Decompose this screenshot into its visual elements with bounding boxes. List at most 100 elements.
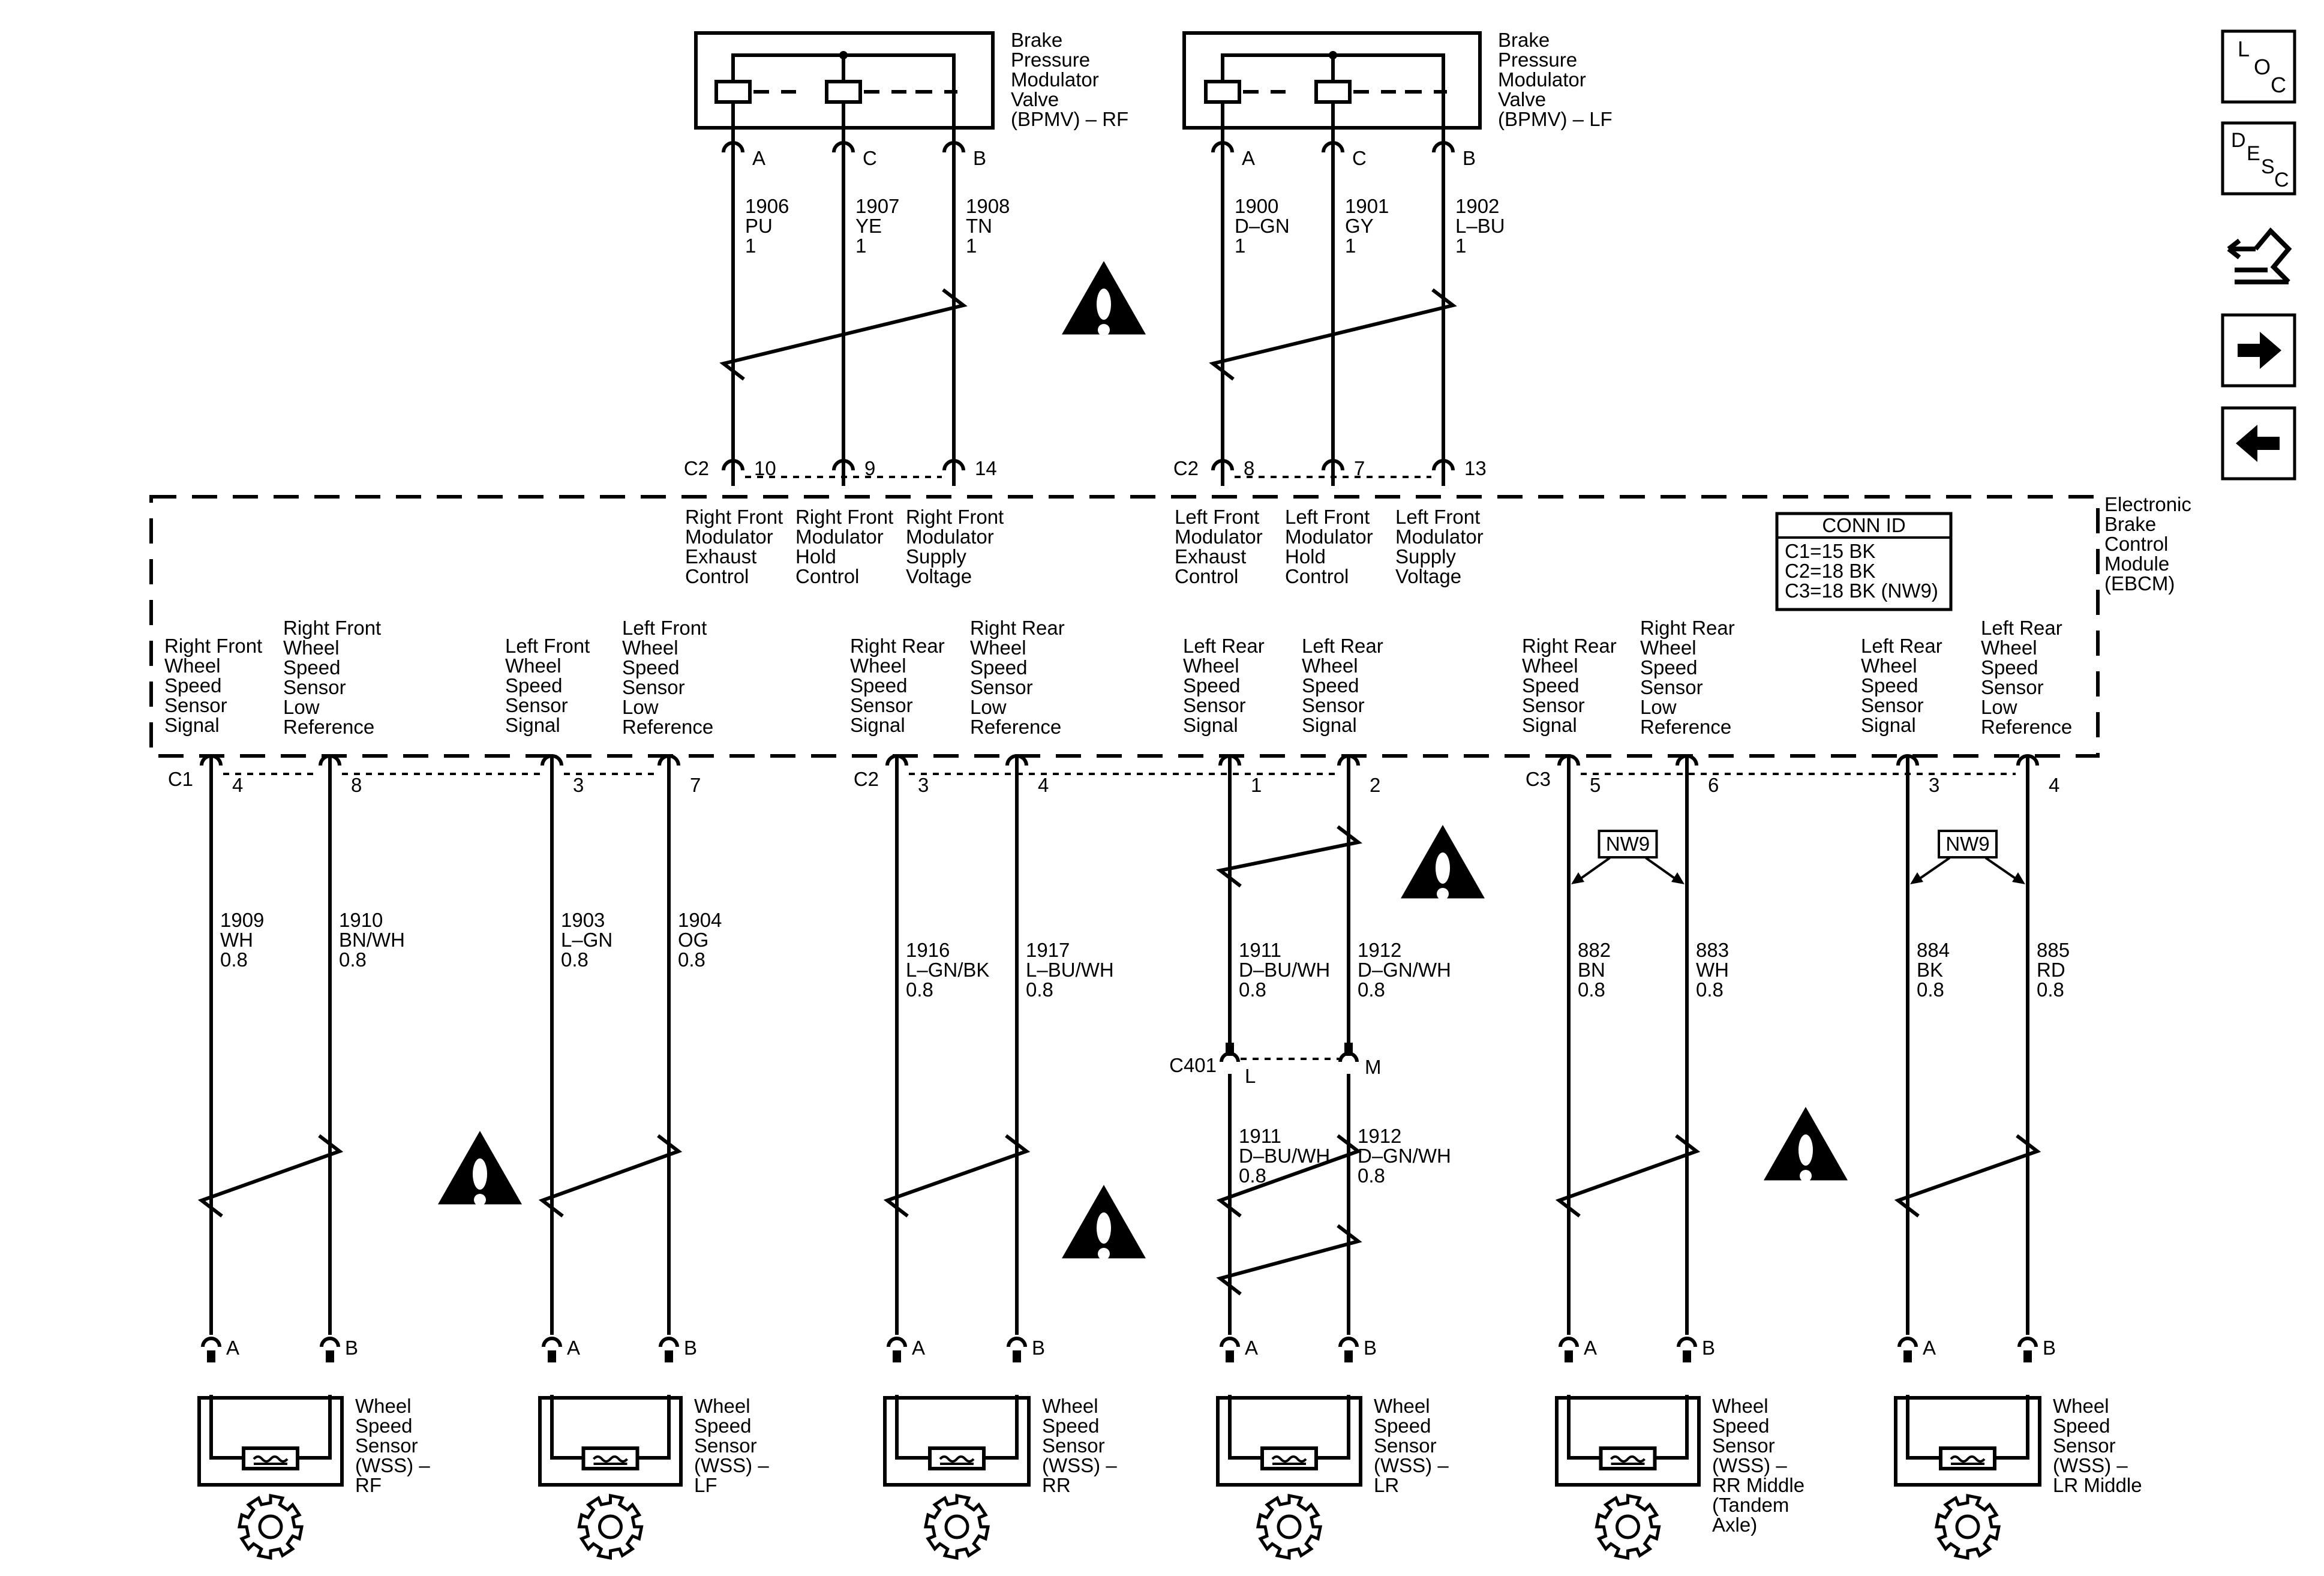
ebcm-func-label-line: Right Rear [970, 617, 1065, 639]
wire-label-1910-line: BN/WH [339, 929, 405, 951]
pin-body [548, 1350, 556, 1362]
ebcm-pin-3 [1896, 754, 1919, 781]
schematic-icon-button[interactable] [2227, 227, 2292, 284]
ebcm-pin-number: 9 [864, 457, 875, 479]
ebcm-pin-4 [200, 754, 223, 781]
wss-label-line: Sensor [2053, 1434, 2116, 1457]
button-frame[interactable] [2221, 121, 2296, 196]
ebcm-pin-number: 8 [1244, 457, 1254, 479]
pin-letter: B [345, 1337, 358, 1359]
arrow-right-icon[interactable] [2238, 332, 2281, 369]
ebcm-func-label-line: Left Front [1175, 506, 1259, 528]
ebcm-pin-13 [1432, 459, 1455, 486]
loc-button[interactable]: LOC [2221, 29, 2296, 104]
warning-icon [1062, 261, 1146, 336]
pin-letter: A [1923, 1337, 1936, 1359]
warning-icon [1401, 825, 1485, 900]
pin-letter: B [684, 1337, 697, 1359]
bpmv-label-line: Brake [1011, 29, 1062, 51]
wire-label-1912-line: D–GN/WH [1358, 1145, 1451, 1167]
pin-cup [1211, 459, 1234, 471]
pin-cup [201, 1337, 221, 1347]
wss-label-line: LF [694, 1474, 717, 1496]
pin-cup [1559, 1337, 1579, 1347]
ebcm-func-label-line: Wheel [1981, 637, 2037, 659]
pin-letter: B [1364, 1337, 1377, 1359]
ebcm-label-line: (EBCM) [2104, 572, 2175, 595]
gear-hub [598, 1514, 623, 1539]
exclaim-bar [1436, 852, 1450, 884]
previous-button[interactable] [2221, 406, 2296, 481]
ebcm-func-label-line: Reference [970, 716, 1061, 738]
ebcm-pin-number: 13 [1464, 457, 1487, 479]
wire-label-1901-line: GY [1345, 215, 1374, 237]
wss-label-line: Sensor [1042, 1434, 1105, 1457]
wire-label-882-line: BN [1578, 959, 1605, 981]
ebcm-func-label-line: Right Front [283, 617, 381, 639]
ebcm-func-label-line: Sensor [622, 676, 685, 698]
pin-cup [832, 459, 855, 471]
connector-name: C1 [168, 768, 193, 790]
pin-body [1013, 1350, 1021, 1362]
button-frame[interactable] [2221, 29, 2296, 104]
wire-label-1906-line: PU [745, 215, 773, 237]
gear-icon [1256, 1493, 1323, 1560]
ebcm-func-label-line: Left Front [505, 635, 590, 657]
ebcm-pin-number: 8 [351, 774, 362, 796]
pin-cup [1557, 754, 1580, 766]
pin-cup [1676, 754, 1698, 766]
pin-cup [1218, 754, 1241, 766]
gear-icon [1934, 1493, 2001, 1560]
gear-icon [923, 1493, 990, 1560]
twisted-pair-icon [1216, 1134, 1362, 1218]
ebcm-func-label-line: Sensor [1981, 676, 2044, 698]
gear-hub [1616, 1514, 1640, 1539]
twisted-pair-icon [1555, 1134, 1701, 1218]
schematic-glyph[interactable] [2227, 227, 2292, 284]
wire-label-883-line: 0.8 [1696, 978, 1724, 1001]
bpmv-label-line: Pressure [1011, 49, 1090, 71]
pin-cup [832, 141, 855, 153]
bpmv-pin-B [942, 141, 965, 168]
arrow-left-icon[interactable] [2236, 425, 2280, 462]
ebcm-func-label-line: Sensor [1640, 676, 1703, 698]
ebcm-func-label-line: Voltage [1395, 565, 1461, 587]
sensor-box [883, 1396, 1031, 1487]
glyph-letter: C [2271, 73, 2286, 97]
wire-label-1912-line: 0.8 [1358, 1164, 1385, 1187]
bpmv-label-line: Valve [1011, 88, 1059, 110]
ebcm-pin-2 [1337, 754, 1360, 781]
connector-name: C2 [1173, 457, 1199, 479]
ebcm-pin-number: 6 [1708, 774, 1719, 796]
wire-label-1901-line: 1901 [1345, 195, 1389, 217]
ebcm-func-label-line: Speed [622, 656, 679, 679]
ebcm-func-label-line: Speed [1640, 656, 1697, 679]
wss-body [883, 1395, 1031, 1487]
gear-hub [1955, 1514, 1980, 1539]
ebcm-func-label-line: Low [1981, 696, 2017, 718]
pin-cup [1220, 1052, 1240, 1062]
next-button[interactable] [2221, 313, 2296, 388]
button-frame[interactable] [2221, 406, 2296, 481]
ebcm-func-label-line: Sensor [505, 694, 568, 716]
ebcm-func-label-line: Sensor [850, 694, 913, 716]
ebcm-func-label-line: Modulator [1285, 526, 1373, 548]
ebcm-func-label-line: Modulator [685, 526, 773, 548]
twist-line [719, 288, 968, 381]
